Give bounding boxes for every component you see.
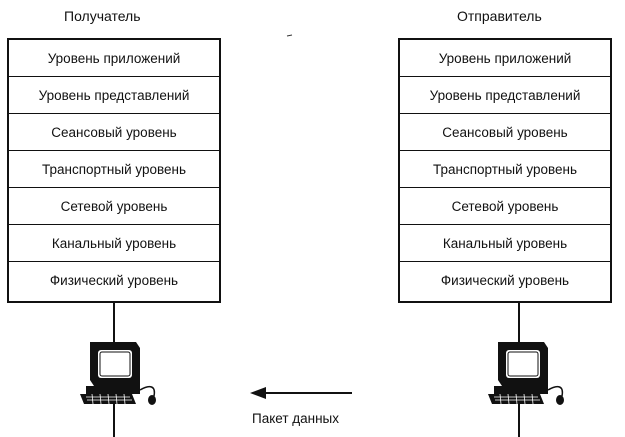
sender-stack: Уровень приложений Уровень представлений…: [398, 38, 612, 303]
receiver-layer-network: Сетевой уровень: [9, 188, 219, 225]
receiver-computer-icon: [80, 342, 156, 405]
receiver-layer-presentation: Уровень представлений: [9, 77, 219, 114]
receiver-layer-session: Сеансовый уровень: [9, 114, 219, 151]
sender-layer-session: Сеансовый уровень: [400, 114, 610, 151]
receiver-stack: Уровень приложений Уровень представлений…: [7, 38, 221, 303]
receiver-layer-datalink: Канальный уровень: [9, 225, 219, 262]
stray-mark: [286, 34, 293, 37]
sender-layer-physical: Физический уровень: [440, 273, 570, 288]
sender-layer-presentation: Уровень представлений: [400, 77, 610, 114]
receiver-layer-transport: Транспортный уровень: [9, 151, 219, 188]
sender-computer-icon: [488, 342, 564, 405]
sender-layer-application: Уровень приложений: [400, 40, 610, 77]
packet-label: Пакет данных: [252, 411, 340, 426]
packet-arrow-icon: [250, 387, 352, 399]
sender-title: Отправитель: [457, 8, 542, 24]
receiver-layer-application: Уровень приложений: [9, 40, 219, 77]
sender-layer-network: Сетевой уровень: [400, 188, 610, 225]
receiver-layer-physical: Физический уровень: [49, 273, 179, 288]
sender-layer-datalink: Канальный уровень: [400, 225, 610, 262]
receiver-title: Получатель: [64, 8, 141, 24]
sender-layer-transport: Транспортный уровень: [400, 151, 610, 188]
